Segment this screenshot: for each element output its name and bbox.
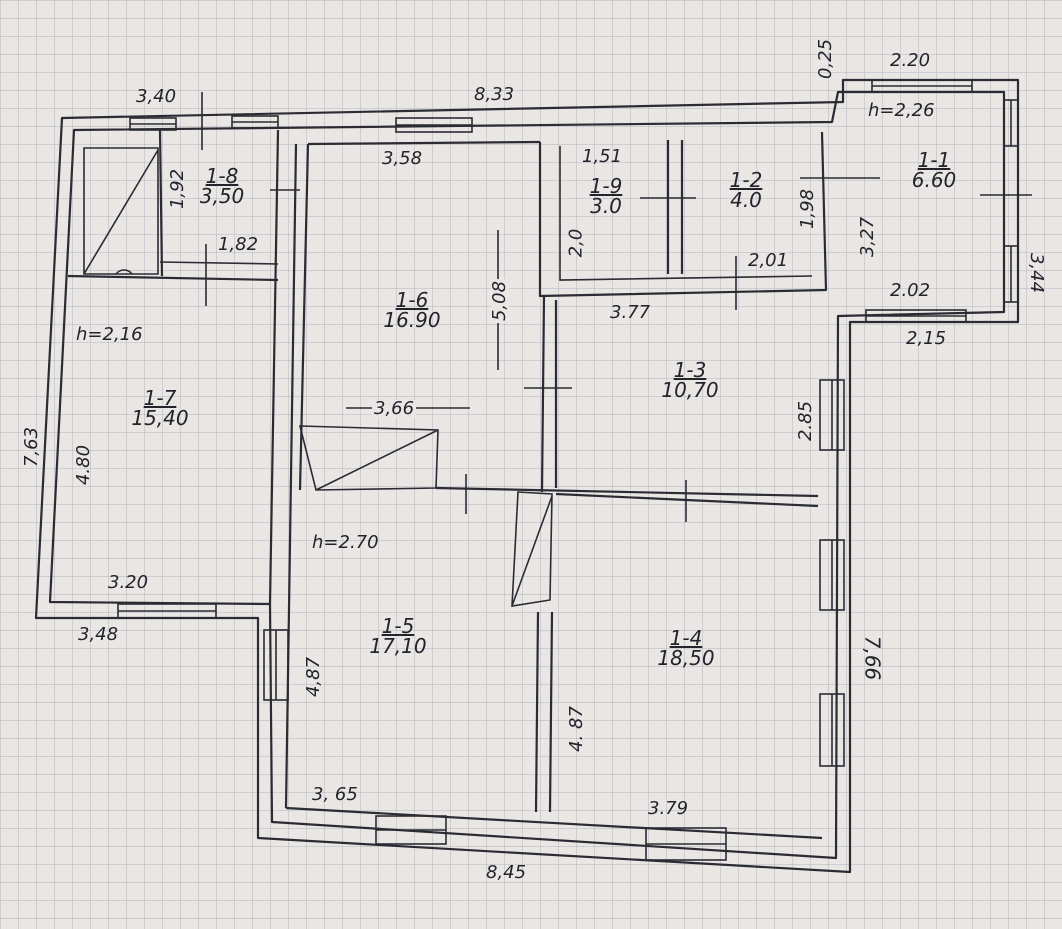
windows xyxy=(117,79,1019,861)
room-1-8: 1-8 3,50 xyxy=(192,166,252,206)
room-1-1-area: 6.60 xyxy=(911,168,957,192)
dim-bottom-total: 8,45 xyxy=(486,862,527,883)
dim-room-1-8-bottom: 1,82 xyxy=(218,234,259,255)
room-1-2-id: 1-2 xyxy=(729,168,763,192)
room-1-8-area: 3,50 xyxy=(199,184,245,208)
dim-room-1-4-bottom: 3.79 xyxy=(648,798,689,819)
room-1-4-area: 18,50 xyxy=(657,646,715,670)
room-1-6-area: 16.90 xyxy=(383,308,441,332)
room-1-5-id: 1-5 xyxy=(381,614,415,638)
room-1-1-id: 1-1 xyxy=(917,148,951,172)
room-1-7-area: 15,40 xyxy=(131,406,189,430)
dim-right-total: 7,66 xyxy=(860,635,885,681)
dim-room-1-4-side: 4. 87 xyxy=(565,706,587,752)
room-1-8-wall xyxy=(158,129,164,277)
dim-room-1-3-top: 3.77 xyxy=(610,302,651,323)
dim-annex-inner-bottom: 2.02 xyxy=(890,280,931,301)
dim-room-1-7-bottom: 3.20 xyxy=(108,572,149,593)
bottom-inner-wall xyxy=(285,806,823,840)
room-1-9-box xyxy=(538,131,828,298)
height-left-wing: h=2,16 xyxy=(76,324,143,345)
dim-room-1-8-side: 1,92 xyxy=(167,168,189,210)
height-annex: h=2,26 xyxy=(868,100,935,121)
room-1-3: 1-3 10,70 xyxy=(650,360,730,400)
bathroom-box xyxy=(83,147,159,275)
dim-left-total: 7,63 xyxy=(21,426,43,468)
room-1-7-id: 1-7 xyxy=(143,386,177,410)
dim-room-1-5-bottom: 3, 65 xyxy=(312,784,358,805)
room-1-4-id: 1-4 xyxy=(669,626,703,650)
left-wing-partition xyxy=(67,274,279,282)
left-wing-partition-2 xyxy=(159,261,279,265)
left-wing-right-wall xyxy=(268,129,280,605)
dim-room-1-5-side: 4,87 xyxy=(303,656,325,698)
dim-room-1-6-top: 3,58 xyxy=(382,148,423,169)
room-1-3-bottom-wall-b xyxy=(555,492,819,508)
dim-top-total: 8,33 xyxy=(474,84,515,105)
central-wall-b xyxy=(298,143,310,491)
room-1-9-inner xyxy=(559,146,813,281)
dim-top-left: 3,40 xyxy=(136,86,177,107)
dim-room-1-9-side: 2,0 xyxy=(565,228,587,258)
room-1-3-bottom-wall xyxy=(435,486,819,498)
dim-left-wing-bottom: 3,48 xyxy=(78,624,119,645)
room-1-7: 1-7 15,40 xyxy=(120,388,200,428)
room-1-2: 1-2 4.0 xyxy=(716,170,776,210)
room-1-6-id: 1-6 xyxy=(395,288,429,312)
room-1-6-top xyxy=(307,140,541,146)
room-1-8-id: 1-8 xyxy=(205,164,239,188)
room-1-2-area: 4.0 xyxy=(730,188,762,212)
room-1-4-left-wall xyxy=(534,611,540,813)
room-1-3-id: 1-3 xyxy=(673,358,707,382)
height-main: h=2.70 xyxy=(312,532,379,553)
dim-room-1-9-top: 1,51 xyxy=(582,146,623,167)
dim-room-1-2-bottom: 2,01 xyxy=(748,250,789,271)
dim-annex-top: 2.20 xyxy=(890,50,931,71)
dim-room-1-6-width: 3,66 xyxy=(372,398,417,419)
dim-room-1-6-height: 5,08 xyxy=(489,278,511,324)
room-1-6: 1-6 16.90 xyxy=(372,290,452,330)
room-1-4: 1-4 18,50 xyxy=(646,628,726,668)
room-1-9-id: 1-9 xyxy=(589,174,623,198)
dim-room-1-2-side: 1,98 xyxy=(797,188,819,230)
stairs-box xyxy=(298,425,439,491)
room-1-3-left-wall xyxy=(540,295,546,493)
room-1-1: 1-1 6.60 xyxy=(894,150,974,190)
room-1-4-left-wall-b xyxy=(548,611,554,813)
central-wall-a xyxy=(284,143,298,809)
dim-room-1-3-side: 2.85 xyxy=(795,400,817,442)
room-1-3-area: 10,70 xyxy=(661,378,719,402)
dim-annex-bottom: 2,15 xyxy=(906,328,947,349)
room-1-9: 1-9 3.0 xyxy=(576,176,636,216)
room-1-9-area: 3.0 xyxy=(590,194,622,218)
room-1-5-area: 17,10 xyxy=(369,634,427,658)
dim-annex-right: 3,44 xyxy=(1026,252,1048,294)
dim-room-1-7-side: 4.80 xyxy=(73,444,95,486)
dim-annex-inner-left: 3,27 xyxy=(857,216,879,258)
corridor-box xyxy=(511,491,553,607)
dim-annex-offset: 0,25 xyxy=(815,38,837,80)
bathroom-arc xyxy=(115,269,133,275)
room-1-5: 1-5 17,10 xyxy=(358,616,438,656)
outer-wall-inner xyxy=(48,90,1006,860)
